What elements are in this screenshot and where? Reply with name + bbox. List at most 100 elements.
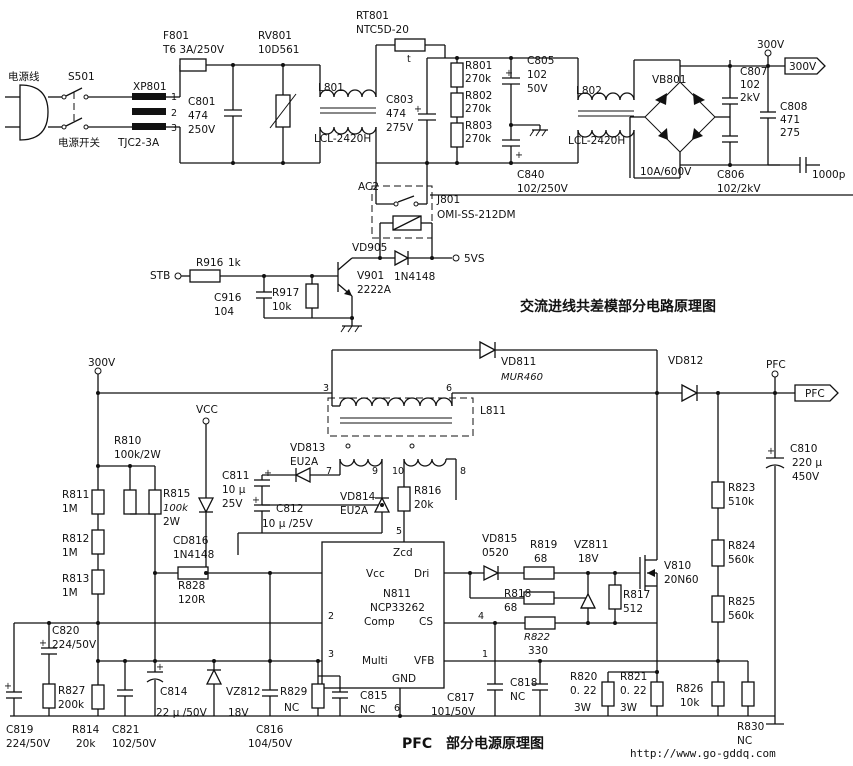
c810-value1: 220 μ: [792, 457, 822, 469]
c816-value: 104/50V: [248, 738, 293, 750]
ic-gnd: GND: [392, 673, 416, 685]
l811-n9: 9: [372, 466, 378, 477]
r802-value: 270k: [465, 103, 492, 115]
c812-label: C812: [276, 503, 303, 515]
c820-value: 224/50V: [52, 639, 97, 651]
r812-value: 1M: [62, 547, 78, 559]
r815-value1: 100k: [163, 503, 189, 514]
ic-pin5: 5: [396, 526, 402, 537]
vd812-label: VD812: [668, 355, 703, 367]
vd814-value: EU2A: [340, 505, 369, 517]
r821-label: R821: [620, 671, 647, 683]
r813-label: R813: [62, 573, 89, 585]
c806-label: C806: [717, 169, 745, 181]
resistor-r916: [189, 269, 221, 283]
r829-value: NC: [284, 702, 299, 714]
c811-label: C811: [222, 470, 249, 482]
resistor-r824: [711, 539, 725, 567]
r817-label: R817: [623, 589, 650, 601]
c916-value: 104: [214, 306, 234, 318]
pfc-top-label: PFC: [766, 359, 786, 371]
c817-value: 101/50V: [431, 706, 476, 718]
l811-n7: 7: [326, 466, 332, 477]
r827-value: 200k: [58, 699, 85, 711]
resistor-chain-r801-r803: [450, 56, 464, 165]
ic-name: N811: [383, 588, 411, 600]
l811-n8: 8: [460, 466, 466, 477]
transistor-v901: [337, 257, 380, 320]
vz812-label: VZ812: [226, 686, 260, 698]
rv801-label: RV801: [258, 30, 292, 42]
c814-label: C814: [160, 686, 188, 698]
c801-value2: 250V: [188, 124, 216, 136]
vb801-label: VB801: [652, 74, 686, 86]
rv801-value: 10D561: [258, 44, 300, 56]
vd905-label: VD905: [352, 242, 387, 254]
c820-plus: +: [39, 638, 47, 649]
c811-value1: 10 μ: [222, 484, 246, 496]
power-plug-icon: [5, 84, 62, 141]
r814-label: R814: [72, 724, 100, 736]
pfc-output-arrow: [794, 384, 839, 402]
r825-label: R825: [728, 596, 755, 608]
pfc-300v-label: 300V: [88, 357, 116, 369]
resistor-r814: [91, 684, 105, 710]
capacitor-c801: [224, 63, 242, 165]
r819-label: R819: [530, 539, 557, 551]
mosfet-v810: [639, 393, 658, 623]
resistor-r819: [523, 566, 555, 580]
vcc-label: VCC: [196, 404, 218, 416]
c807-label: C807: [740, 66, 767, 78]
l802-label: L802: [576, 85, 602, 97]
r824-value: 560k: [728, 554, 755, 566]
s501-label: S501: [68, 71, 95, 83]
resistor-r823: [711, 481, 725, 509]
relay-j801: [371, 185, 433, 239]
ic-pin3: 3: [328, 649, 334, 660]
c816-label: C816: [256, 724, 284, 736]
pfc-terminal: [771, 370, 779, 378]
ic-cs: CS: [419, 616, 433, 628]
resistor-r828: [177, 566, 209, 580]
bottom-title-rest: 部分电源原理图: [446, 735, 544, 752]
v300-arrow-label: 300V: [789, 61, 817, 73]
c808-value2: 275: [780, 127, 800, 139]
resistor-r810: [123, 489, 137, 515]
ic-model: NCP33262: [370, 602, 425, 614]
v300-top-label: 300V: [757, 39, 785, 51]
c820-label: C820: [52, 625, 79, 637]
l811-frame: [327, 397, 474, 437]
c807-value2: 2kV: [740, 92, 761, 104]
r917-value: 10k: [272, 301, 292, 313]
ic-pin1: 1: [482, 649, 488, 660]
r817-value: 512: [623, 603, 643, 615]
c819-plus: +: [4, 681, 12, 692]
r916-value: 1k: [228, 257, 242, 269]
ac2-label: AC2: [358, 181, 379, 193]
resistor-r820: [601, 681, 615, 707]
vd815-value: 0520: [482, 547, 509, 559]
c819-value: 224/50V: [6, 738, 51, 750]
r830-value: NC: [737, 735, 752, 747]
vd811-value: MUR460: [501, 372, 543, 383]
c1000-value: 1000p: [812, 169, 846, 181]
c801-value1: 474: [188, 110, 208, 122]
r820-label: R820: [570, 671, 597, 683]
inductor-l802: [577, 58, 680, 179]
ic-zcd: Zcd: [393, 547, 413, 559]
capacitors-c805-c840: [502, 56, 548, 165]
c815-label: C815: [360, 690, 387, 702]
c810-value2: 450V: [792, 471, 820, 483]
diode-cd816: [197, 497, 215, 514]
ic-dri: Dri: [414, 568, 429, 580]
f801-label: F801: [163, 30, 189, 42]
300v-output-arrow: [784, 57, 826, 75]
c805-label: C805: [527, 55, 554, 67]
capacitors-c806-c808: [680, 64, 820, 173]
ic-pin2: 2: [328, 611, 334, 622]
c805-plus: +: [505, 68, 513, 79]
r801-value: 270k: [465, 73, 492, 85]
fuse-f801: [179, 58, 207, 72]
l811-label: L811: [480, 405, 506, 417]
